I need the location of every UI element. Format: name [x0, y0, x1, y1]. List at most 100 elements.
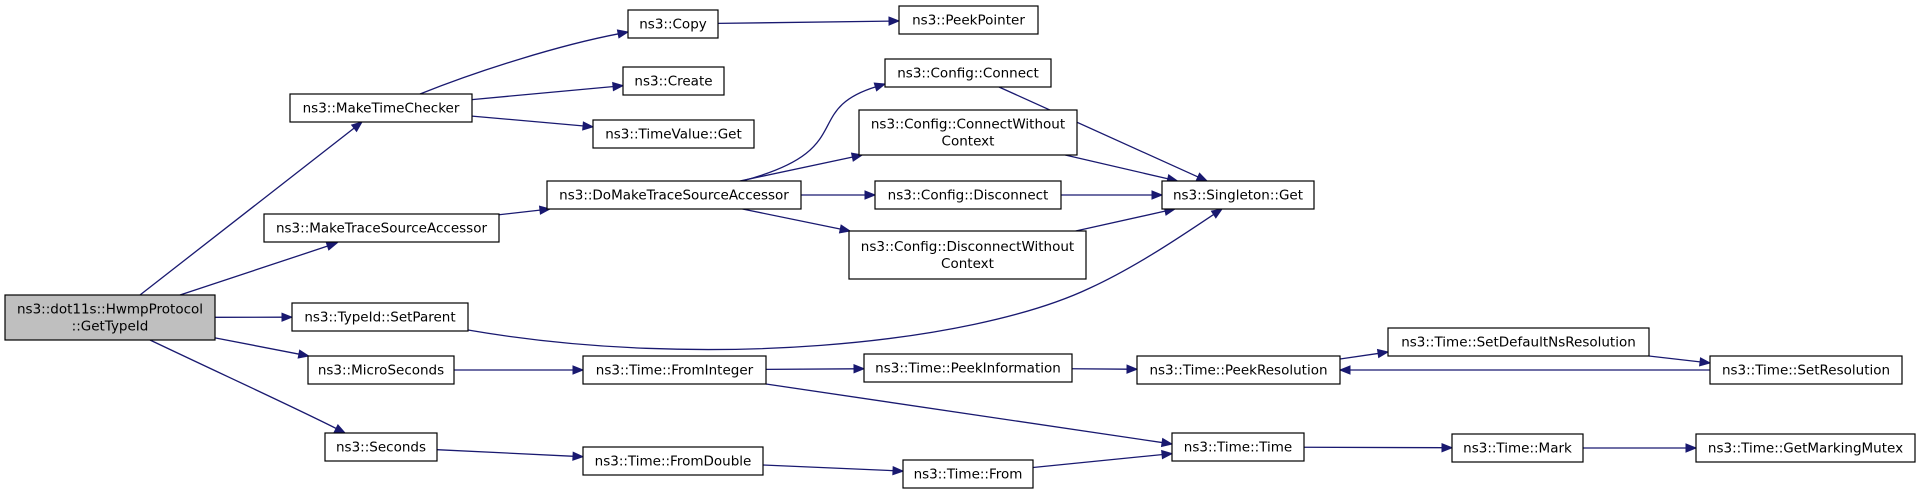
- edge-seconds-to-fromdouble: [436, 449, 575, 457]
- node-setdefaultns-box: [1387, 327, 1650, 357]
- node-time-box: [1171, 432, 1305, 462]
- edge-setparent-to-singleton-arrowhead: [1210, 208, 1224, 219]
- node-disconnectwc-label: ns3::Config::DisconnectWithout: [861, 239, 1074, 255]
- node-disconnect-box: [874, 180, 1062, 210]
- node-peekpointer-label: ns3::PeekPointer: [912, 13, 1025, 29]
- node-connectwc-label: ns3::Config::ConnectWithout: [871, 117, 1065, 133]
- edge-setdefaultns-to-setresolution-arrowhead: [1699, 357, 1712, 367]
- node-maketimechecker-box: [289, 93, 473, 123]
- node-create-label: ns3::Create: [634, 74, 712, 90]
- edge-disconnectwc-to-singleton: [1075, 210, 1167, 232]
- node-peekinformation[interactable]: ns3::Time::PeekInformation: [863, 353, 1073, 383]
- node-setdefaultns[interactable]: ns3::Time::SetDefaultNsResolution: [1387, 327, 1650, 357]
- node-setresolution-box: [1709, 355, 1903, 385]
- node-setparent-box: [291, 302, 469, 332]
- node-create-box: [622, 66, 725, 96]
- edge-maketimechecker-to-copy: [419, 33, 620, 95]
- node-peekresolution-box: [1136, 355, 1341, 385]
- edge-root-to-maketimechecker-arrowhead: [350, 121, 364, 133]
- node-setparent-label: ns3::TypeId::SetParent: [304, 310, 455, 326]
- node-from-box: [902, 459, 1034, 489]
- node-peekresolution[interactable]: ns3::Time::PeekResolution: [1136, 355, 1341, 385]
- node-create[interactable]: ns3::Create: [622, 66, 725, 96]
- node-time[interactable]: ns3::Time::Time: [1171, 432, 1305, 462]
- node-microseconds[interactable]: ns3::MicroSeconds: [307, 355, 455, 385]
- node-connect-box: [884, 58, 1052, 88]
- edge-domaketrace-to-disconnectwc: [742, 208, 842, 230]
- edge-setparent-to-singleton: [467, 213, 1215, 351]
- node-seconds[interactable]: ns3::Seconds: [324, 432, 438, 462]
- node-root[interactable]: ns3::dot11s::HwmpProtocol::GetTypeId: [4, 294, 216, 341]
- node-microseconds-label: ns3::MicroSeconds: [318, 363, 444, 379]
- edge-maketracesource-to-domaketrace: [498, 209, 542, 216]
- edge-root-to-maketracesource-arrowhead: [325, 241, 339, 251]
- node-mark-box: [1451, 433, 1584, 463]
- node-singleton[interactable]: ns3::Singleton::Get: [1161, 180, 1315, 210]
- edge-from-to-time: [1032, 453, 1164, 469]
- edge-maketracesource-to-domaketrace-arrowhead: [538, 205, 552, 215]
- node-singleton-box: [1161, 180, 1315, 210]
- edge-root-to-setparent-arrowhead: [281, 312, 294, 322]
- edge-from-to-time-arrowhead: [1161, 449, 1174, 460]
- node-fromdouble[interactable]: ns3::Time::FromDouble: [582, 446, 764, 476]
- edge-fromdouble-to-from: [762, 464, 895, 472]
- node-peekinformation-box: [863, 353, 1073, 383]
- node-maketracesource[interactable]: ns3::MakeTraceSourceAccessor: [263, 213, 500, 243]
- node-peekpointer[interactable]: ns3::PeekPointer: [898, 5, 1039, 35]
- edge-domaketrace-to-disconnect-arrowhead: [864, 190, 877, 200]
- edge-connect-to-singleton: [998, 86, 1200, 178]
- edge-maketimechecker-to-copy-arrowhead: [616, 29, 630, 39]
- edge-maketimechecker-to-create: [471, 85, 615, 101]
- node-peekresolution-label: ns3::Time::PeekResolution: [1149, 363, 1327, 379]
- node-connectwc-label: Context: [942, 134, 995, 150]
- node-domaketrace-box: [546, 180, 802, 210]
- edge-frominteger-to-peekinformation: [765, 368, 856, 371]
- node-peekinformation-label: ns3::Time::PeekInformation: [875, 361, 1061, 377]
- node-timevalueget[interactable]: ns3::TimeValue::Get: [592, 119, 755, 149]
- node-connect-label: ns3::Config::Connect: [897, 66, 1039, 82]
- edge-peekresolution-to-setdefaultns: [1339, 352, 1380, 360]
- node-disconnect[interactable]: ns3::Config::Disconnect: [874, 180, 1062, 210]
- node-frominteger-label: ns3::Time::FromInteger: [596, 363, 754, 379]
- edge-fromdouble-to-from-arrowhead: [892, 465, 905, 476]
- edge-seconds-to-fromdouble-arrowhead: [572, 451, 585, 461]
- nodes-layer: ns3::dot11s::HwmpProtocol::GetTypeIdns3:…: [4, 5, 1916, 489]
- node-root-box: [4, 294, 216, 341]
- node-connect[interactable]: ns3::Config::Connect: [884, 58, 1052, 88]
- node-setresolution[interactable]: ns3::Time::SetResolution: [1709, 355, 1903, 385]
- edge-root-to-microseconds-arrowhead: [297, 349, 311, 359]
- node-mark[interactable]: ns3::Time::Mark: [1451, 433, 1584, 463]
- edge-domaketrace-to-disconnectwc-arrowhead: [838, 224, 852, 234]
- node-copy-label: ns3::Copy: [639, 17, 707, 33]
- edge-root-to-maketracesource: [179, 245, 329, 296]
- edge-maketimechecker-to-timevalueget: [471, 115, 585, 127]
- node-fromdouble-box: [582, 446, 764, 476]
- node-maketracesource-label: ns3::MakeTraceSourceAccessor: [276, 221, 487, 237]
- edge-domaketrace-to-connect-arrowhead: [873, 82, 887, 92]
- node-domaketrace[interactable]: ns3::DoMakeTraceSourceAccessor: [546, 180, 802, 210]
- node-timevalueget-box: [592, 119, 755, 149]
- node-frominteger[interactable]: ns3::Time::FromInteger: [582, 355, 767, 385]
- edge-peekinformation-to-peekresolution-arrowhead: [1126, 364, 1139, 374]
- node-maketimechecker-label: ns3::MakeTimeChecker: [303, 101, 460, 117]
- node-maketimechecker[interactable]: ns3::MakeTimeChecker: [289, 93, 473, 123]
- edge-time-to-mark-arrowhead: [1441, 442, 1454, 453]
- node-setparent[interactable]: ns3::TypeId::SetParent: [291, 302, 469, 332]
- node-from[interactable]: ns3::Time::From: [902, 459, 1034, 489]
- node-seconds-box: [324, 432, 438, 462]
- edge-mark-to-getmarkingmutex-arrowhead: [1685, 443, 1698, 453]
- node-maketracesource-box: [263, 213, 500, 243]
- edge-root-to-microseconds: [214, 337, 301, 355]
- edge-frominteger-to-time: [765, 383, 1164, 444]
- edge-peekresolution-to-setdefaultns-arrowhead: [1376, 348, 1390, 359]
- edge-domaketrace-to-connect: [741, 85, 877, 182]
- edge-connect-to-singleton-arrowhead: [1195, 172, 1209, 182]
- node-time-label: ns3::Time::Time: [1184, 440, 1292, 456]
- node-getmarkingmutex[interactable]: ns3::Time::GetMarkingMutex: [1695, 433, 1916, 463]
- edge-setdefaultns-to-setresolution: [1648, 355, 1702, 363]
- edge-root-to-seconds-arrowhead: [333, 424, 347, 434]
- node-copy[interactable]: ns3::Copy: [627, 9, 719, 39]
